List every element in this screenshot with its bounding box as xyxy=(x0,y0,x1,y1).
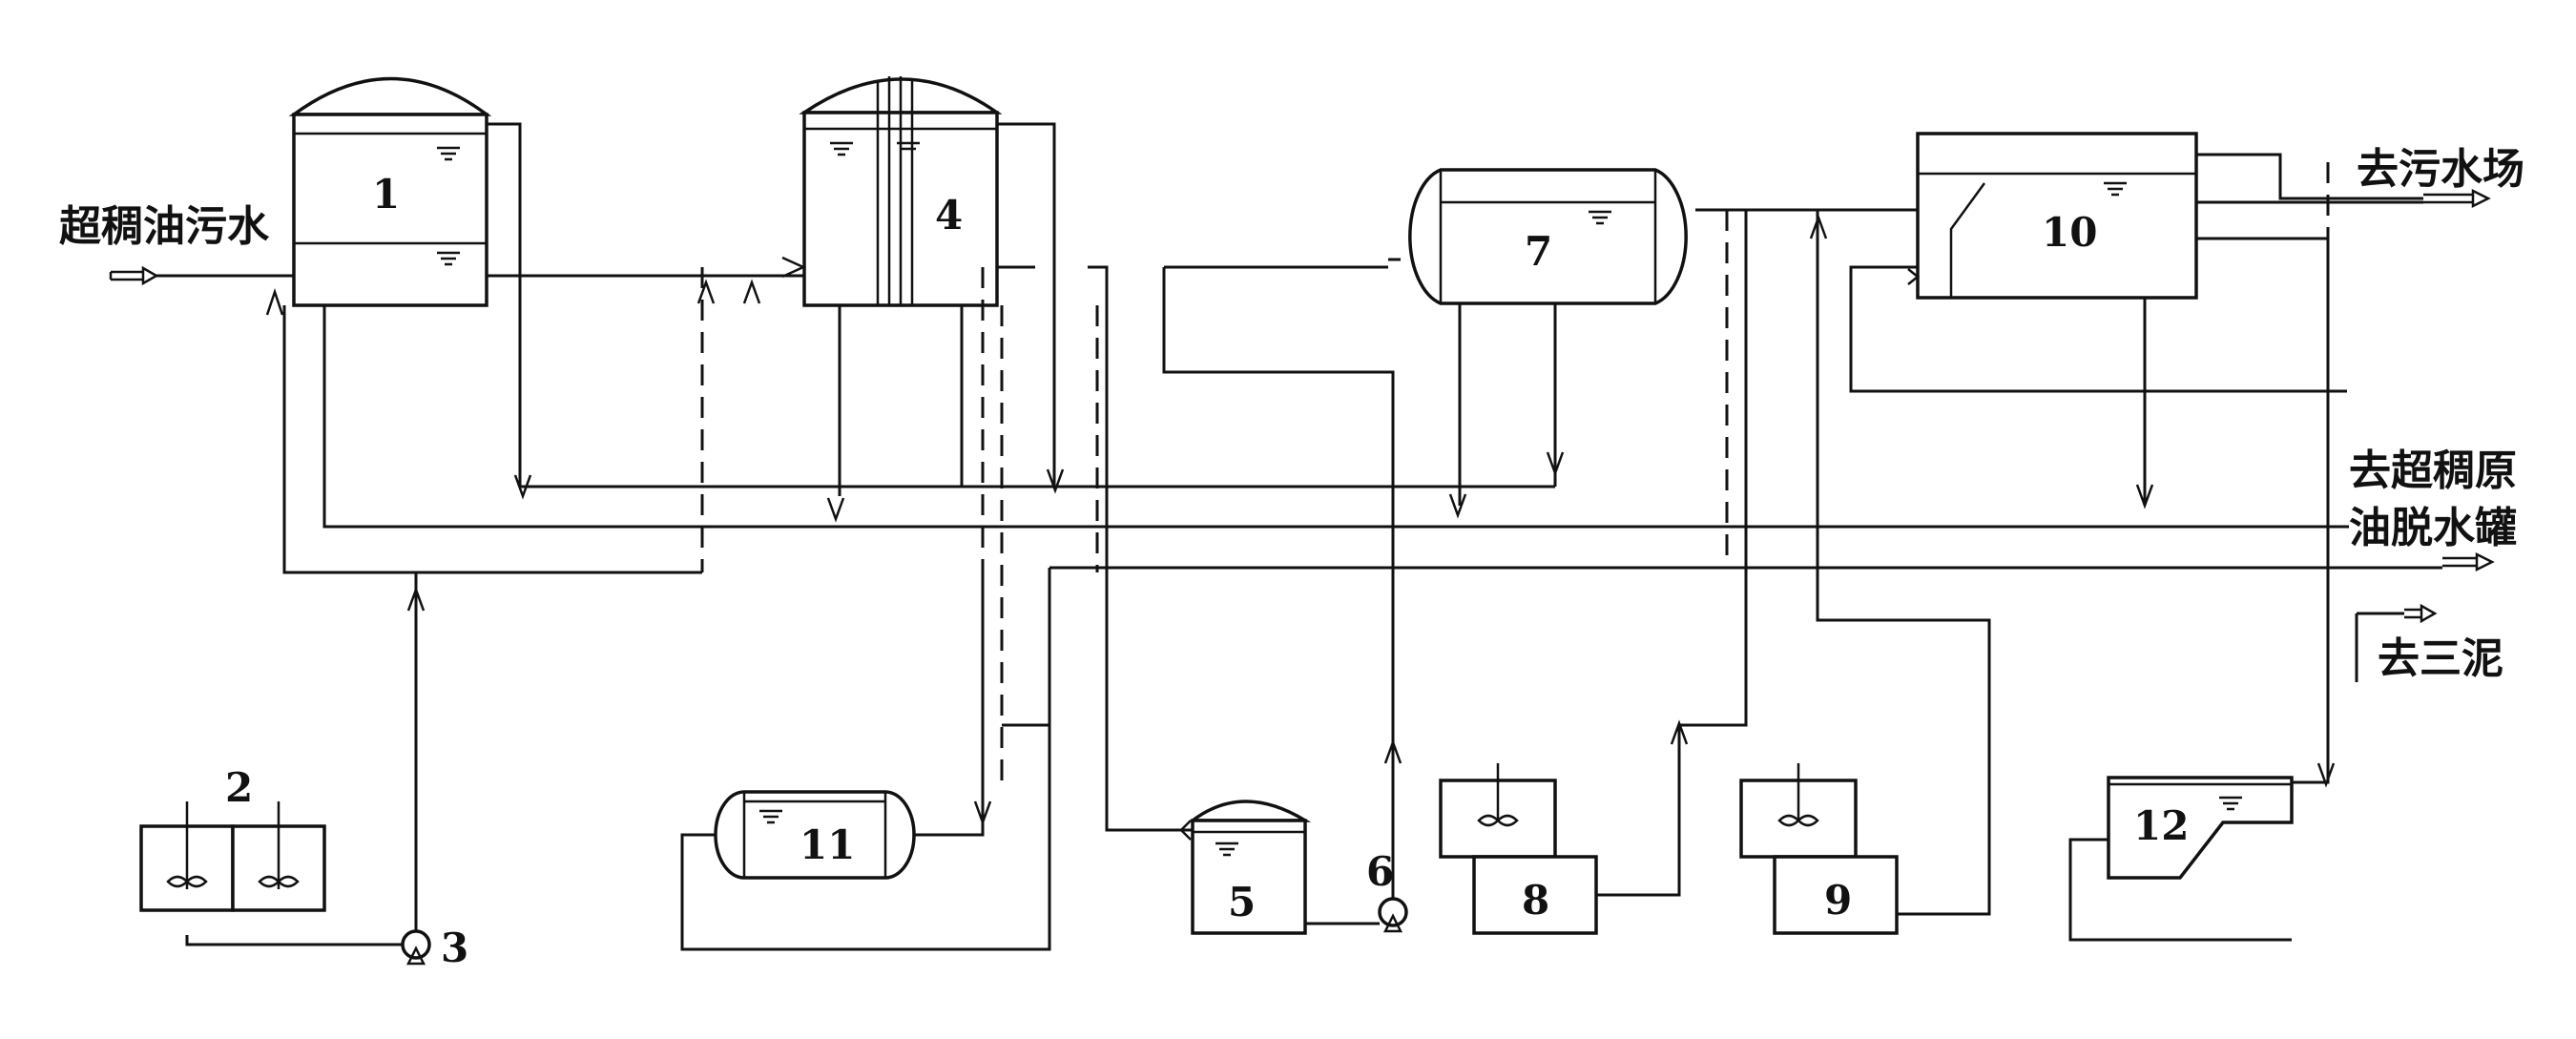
tank-4: 4 xyxy=(799,76,1003,307)
tank-12-number: 12 xyxy=(2133,802,2189,849)
to-sludge-label: 去三泥 xyxy=(2378,634,2503,683)
vessel-10: 10 xyxy=(1916,132,2198,300)
tank-8: 8 xyxy=(1439,763,1598,935)
to-sewage-plant-label: 去污水场 xyxy=(2357,145,2524,194)
sludge-outlet-arrow xyxy=(2404,603,2438,624)
dashed-pipe-network xyxy=(700,162,2330,887)
tank-1-number: 1 xyxy=(372,171,400,218)
pump-6-number: 6 xyxy=(1366,848,1394,895)
tank-4-number: 4 xyxy=(935,192,963,239)
vessel-11-number: 11 xyxy=(800,821,855,868)
inlet-arrow xyxy=(109,265,159,286)
dosing-tanks-2-number: 2 xyxy=(225,764,253,811)
inlet-label: 超稠油污水 xyxy=(59,202,270,251)
vessel-10-number: 10 xyxy=(2042,209,2097,256)
tank-1: 1 xyxy=(288,76,492,307)
tank-8-number: 8 xyxy=(1522,877,1549,924)
vessel-7-number: 7 xyxy=(1525,228,1552,275)
pump-3-number: 3 xyxy=(441,925,468,971)
dosing-tanks-2: 2 xyxy=(139,764,326,912)
vessel-7: 7 xyxy=(1408,168,1688,305)
to-dehydration-label-2: 油脱水罐 xyxy=(2349,504,2517,552)
tank-9: 9 xyxy=(1739,763,1899,935)
sewage-outlet-arrow xyxy=(2423,188,2491,209)
dehydration-outlet-arrow xyxy=(2442,551,2495,572)
flow-markers xyxy=(265,214,2336,841)
tank-12: 12 xyxy=(2107,776,2294,880)
pump-6: 6 xyxy=(1366,848,1408,933)
to-dehydration-label-1: 去超稠原 xyxy=(2349,447,2517,495)
pump-3: 3 xyxy=(401,925,468,971)
tank-5: 5 xyxy=(1187,800,1312,935)
vessel-11: 11 xyxy=(714,790,916,880)
tank-9-number: 9 xyxy=(1824,877,1852,924)
tank-5-number: 5 xyxy=(1228,879,1256,925)
